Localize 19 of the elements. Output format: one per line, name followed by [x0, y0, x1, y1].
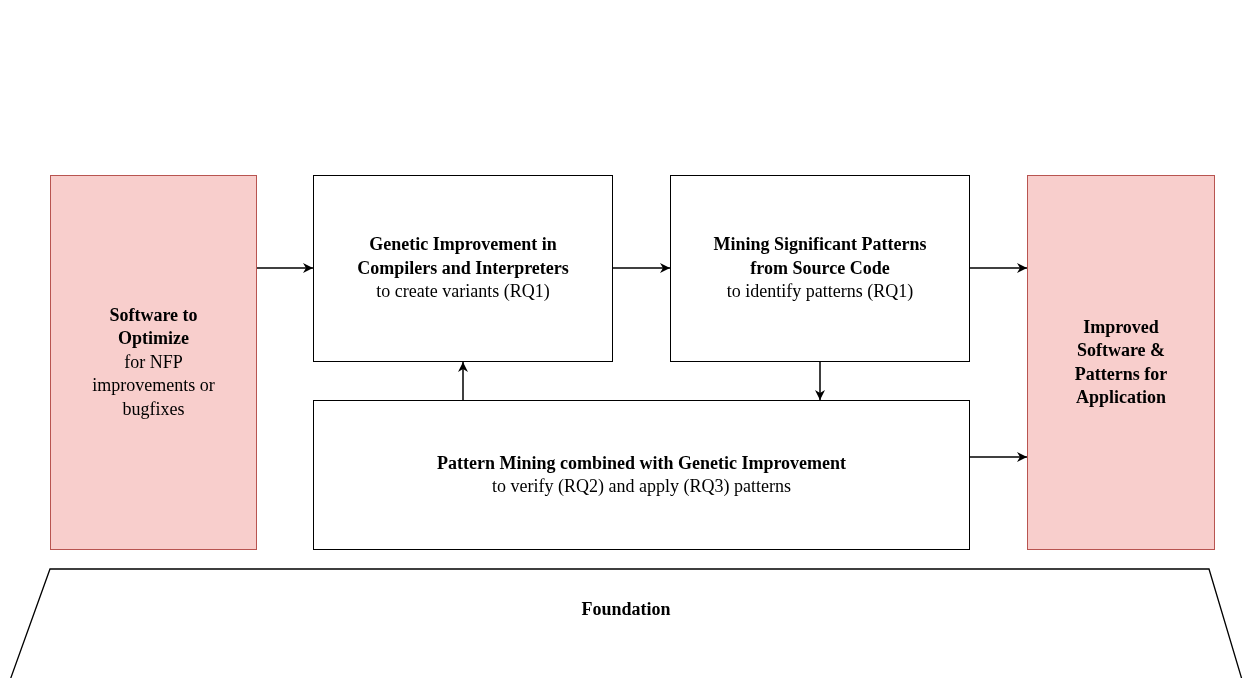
process-box — [313, 175, 613, 362]
foundation-trapezoid — [8, 568, 1244, 678]
box-description: to create variants (RQ1) — [376, 280, 550, 304]
box-description: to identify patterns (RQ1) — [726, 280, 914, 304]
box-description: for NFP improvements or bugfixes — [91, 350, 216, 421]
arrow — [969, 263, 1028, 273]
arrow — [612, 263, 671, 273]
input-output-box — [50, 175, 257, 550]
arrow — [256, 263, 314, 273]
box-heading: Pattern Mining combined with Genetic Improvement — [436, 451, 847, 475]
arrow — [458, 361, 468, 401]
process-box — [670, 175, 970, 362]
input-output-box — [1027, 175, 1215, 550]
arrow — [969, 452, 1028, 462]
box-description: to verify (RQ2) and apply (RQ3) patterns — [492, 475, 791, 498]
process-box — [313, 400, 970, 550]
box-heading: Improved Software & Patterns for Application — [1073, 315, 1169, 409]
box-heading: Foundation — [581, 598, 671, 621]
arrow — [815, 361, 825, 401]
